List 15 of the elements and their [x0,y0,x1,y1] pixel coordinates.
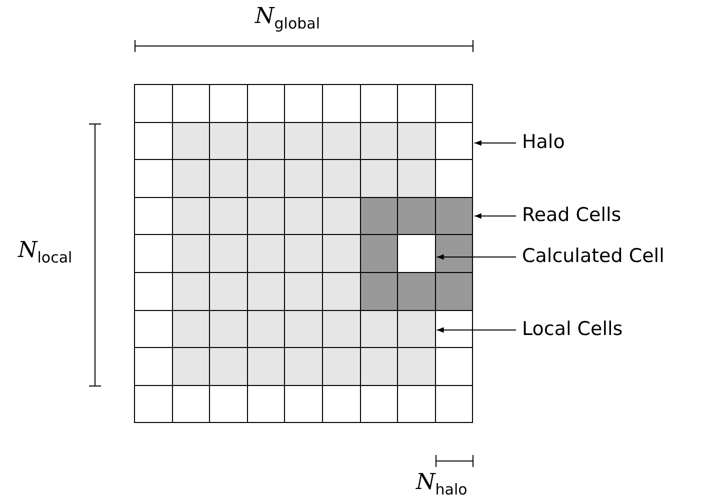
leader-arrow [474,140,516,146]
read-cell [436,198,474,236]
callout-label: Local Cells [522,320,623,339]
halo-cell [436,122,474,160]
calculated-cell [398,235,436,273]
dimension-label: N$_{global}$ [255,6,320,32]
callout-label: Halo [522,133,565,152]
dimension-label: N$_{halo}$ [416,472,468,498]
dimension-label: N$_{local}$ [18,240,72,266]
leader-arrow [474,213,516,219]
callout-label: Read Cells [522,206,622,225]
local-cell [398,310,436,348]
callout-label: Calculated Cell [522,247,664,266]
leader-arrow [436,327,516,333]
leader-arrow [436,254,516,260]
